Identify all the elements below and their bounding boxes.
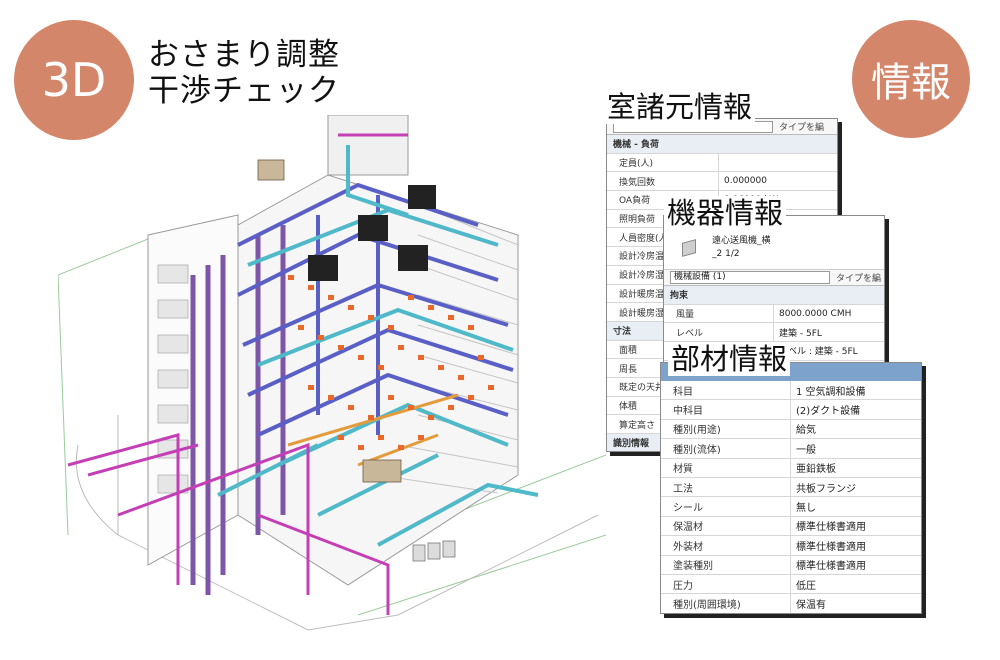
property-label: 識別情報 <box>613 439 650 450</box>
property-value[interactable]: 亜鉛鉄板 <box>796 464 836 476</box>
property-group-header[interactable]: 機械 - 負荷 <box>607 135 837 154</box>
property-label: シール <box>661 497 791 516</box>
property-label: 種別(周囲環境) <box>661 594 791 613</box>
property-row[interactable]: 種別(流体) 一般 <box>661 439 921 459</box>
property-row[interactable]: 中科目 (2)ダクト設備 <box>661 400 921 420</box>
headline-line-1: おさまり調整 <box>148 37 340 73</box>
property-row[interactable]: レベル建築 - 5FL <box>664 323 884 343</box>
property-value[interactable]: 建築 - 5FL <box>779 328 822 339</box>
property-row[interactable]: 圧力低圧 <box>661 574 921 595</box>
property-value[interactable]: 標準仕様書適用 <box>796 541 866 553</box>
equipment-selector[interactable]: 機械設備 (1) タイプを編 <box>664 270 884 286</box>
room-info-title: 室諸元情報 <box>604 90 756 124</box>
property-row[interactable]: 材質亜鉛鉄板 <box>661 458 921 478</box>
fan-icon <box>682 238 696 257</box>
property-row[interactable]: 風量 8000.0000 CMH <box>664 304 884 324</box>
property-value[interactable]: 無し <box>796 503 816 515</box>
property-row[interactable]: 塗装種別標準仕様書適用 <box>661 555 921 575</box>
property-value[interactable]: 標準仕様書適用 <box>796 522 866 534</box>
property-label: 種別(用途) <box>661 419 791 439</box>
property-row[interactable]: 科目 1 空気調和設備 <box>661 381 921 401</box>
site-boundary-lines <box>58 234 606 616</box>
property-label: 種別(流体) <box>661 439 791 458</box>
property-label: 定員(人) <box>607 153 719 172</box>
property-label: 外装材 <box>661 536 791 555</box>
property-value[interactable]: (2)ダクト設備 <box>796 406 861 418</box>
outdoor-units <box>412 540 456 562</box>
property-row[interactable]: シール無し <box>661 497 921 517</box>
property-label: レベル <box>664 323 774 342</box>
badge-3d: 3D <box>14 20 134 140</box>
magenta-pipe-network <box>67 133 408 615</box>
property-row[interactable]: 種別(用途) 給気 <box>661 419 921 440</box>
purple-duct-risers <box>190 225 286 595</box>
property-group-header[interactable]: 拘束 <box>664 286 884 305</box>
property-row[interactable]: 外装材標準仕様書適用 <box>661 536 921 556</box>
property-row[interactable]: 工法共板フランジ <box>661 477 921 498</box>
property-label: 圧力 <box>661 574 791 594</box>
equipment-thumbnail: 遠心送風機_横 _2 1/2 <box>664 226 884 270</box>
equipment-info-title: 機器情報 <box>664 196 787 230</box>
property-label: 機械 - 負荷 <box>613 140 660 151</box>
equipment-category-dropdown[interactable]: 機械設備 (1) <box>670 271 830 284</box>
property-value[interactable]: 1 空気調和設備 <box>796 386 866 398</box>
property-value[interactable]: 一般 <box>796 444 816 456</box>
equipment-type-name: _2 1/2 <box>712 248 740 259</box>
property-value[interactable]: 給気 <box>796 425 816 437</box>
edit-type-button[interactable]: タイプを編 <box>779 123 825 133</box>
equipment-family-name: 遠心送風機_横 <box>712 235 771 246</box>
property-label: 風量 <box>664 304 774 323</box>
equipment-units <box>308 185 436 281</box>
property-label: 材質 <box>661 458 791 477</box>
ground-equipment <box>257 159 402 483</box>
headline-line-2: 干渉チェック <box>148 73 340 109</box>
property-value[interactable]: 共板フランジ <box>796 483 856 495</box>
property-label: 科目 <box>661 381 791 400</box>
property-value[interactable]: レベル : 建築 - 5FL <box>779 347 858 358</box>
property-row[interactable]: 定員(人) <box>607 153 837 173</box>
property-label: 工法 <box>661 477 791 497</box>
building-shell <box>147 115 519 586</box>
property-label: 寸法 <box>613 327 632 338</box>
material-info-title: 部材情報 <box>668 342 791 376</box>
property-value[interactable]: 低圧 <box>796 580 816 592</box>
property-value[interactable]: 標準仕様書適用 <box>796 561 866 573</box>
edit-type-button[interactable]: タイプを編 <box>836 274 882 284</box>
property-label: 拘束 <box>670 291 689 302</box>
property-value[interactable]: 0.000000 <box>724 176 767 187</box>
property-value[interactable]: 保温有 <box>796 599 826 611</box>
ceiling-diffusers <box>288 275 494 450</box>
badge-info: 情報 <box>852 20 970 138</box>
property-row[interactable]: 換気回数 0.000000 <box>607 172 837 192</box>
property-label: 中科目 <box>661 400 791 419</box>
property-row[interactable]: 種別(周囲環境) 保温有 <box>661 594 921 613</box>
property-value[interactable] <box>719 154 837 172</box>
building-3d-model-illustration <box>58 115 606 631</box>
property-label: 換気回数 <box>607 172 719 191</box>
property-label: 保温材 <box>661 516 791 536</box>
property-value[interactable]: 8000.0000 CMH <box>779 308 852 319</box>
property-row[interactable]: 保温材標準仕様書適用 <box>661 516 921 537</box>
property-label: 塗装種別 <box>661 555 791 574</box>
